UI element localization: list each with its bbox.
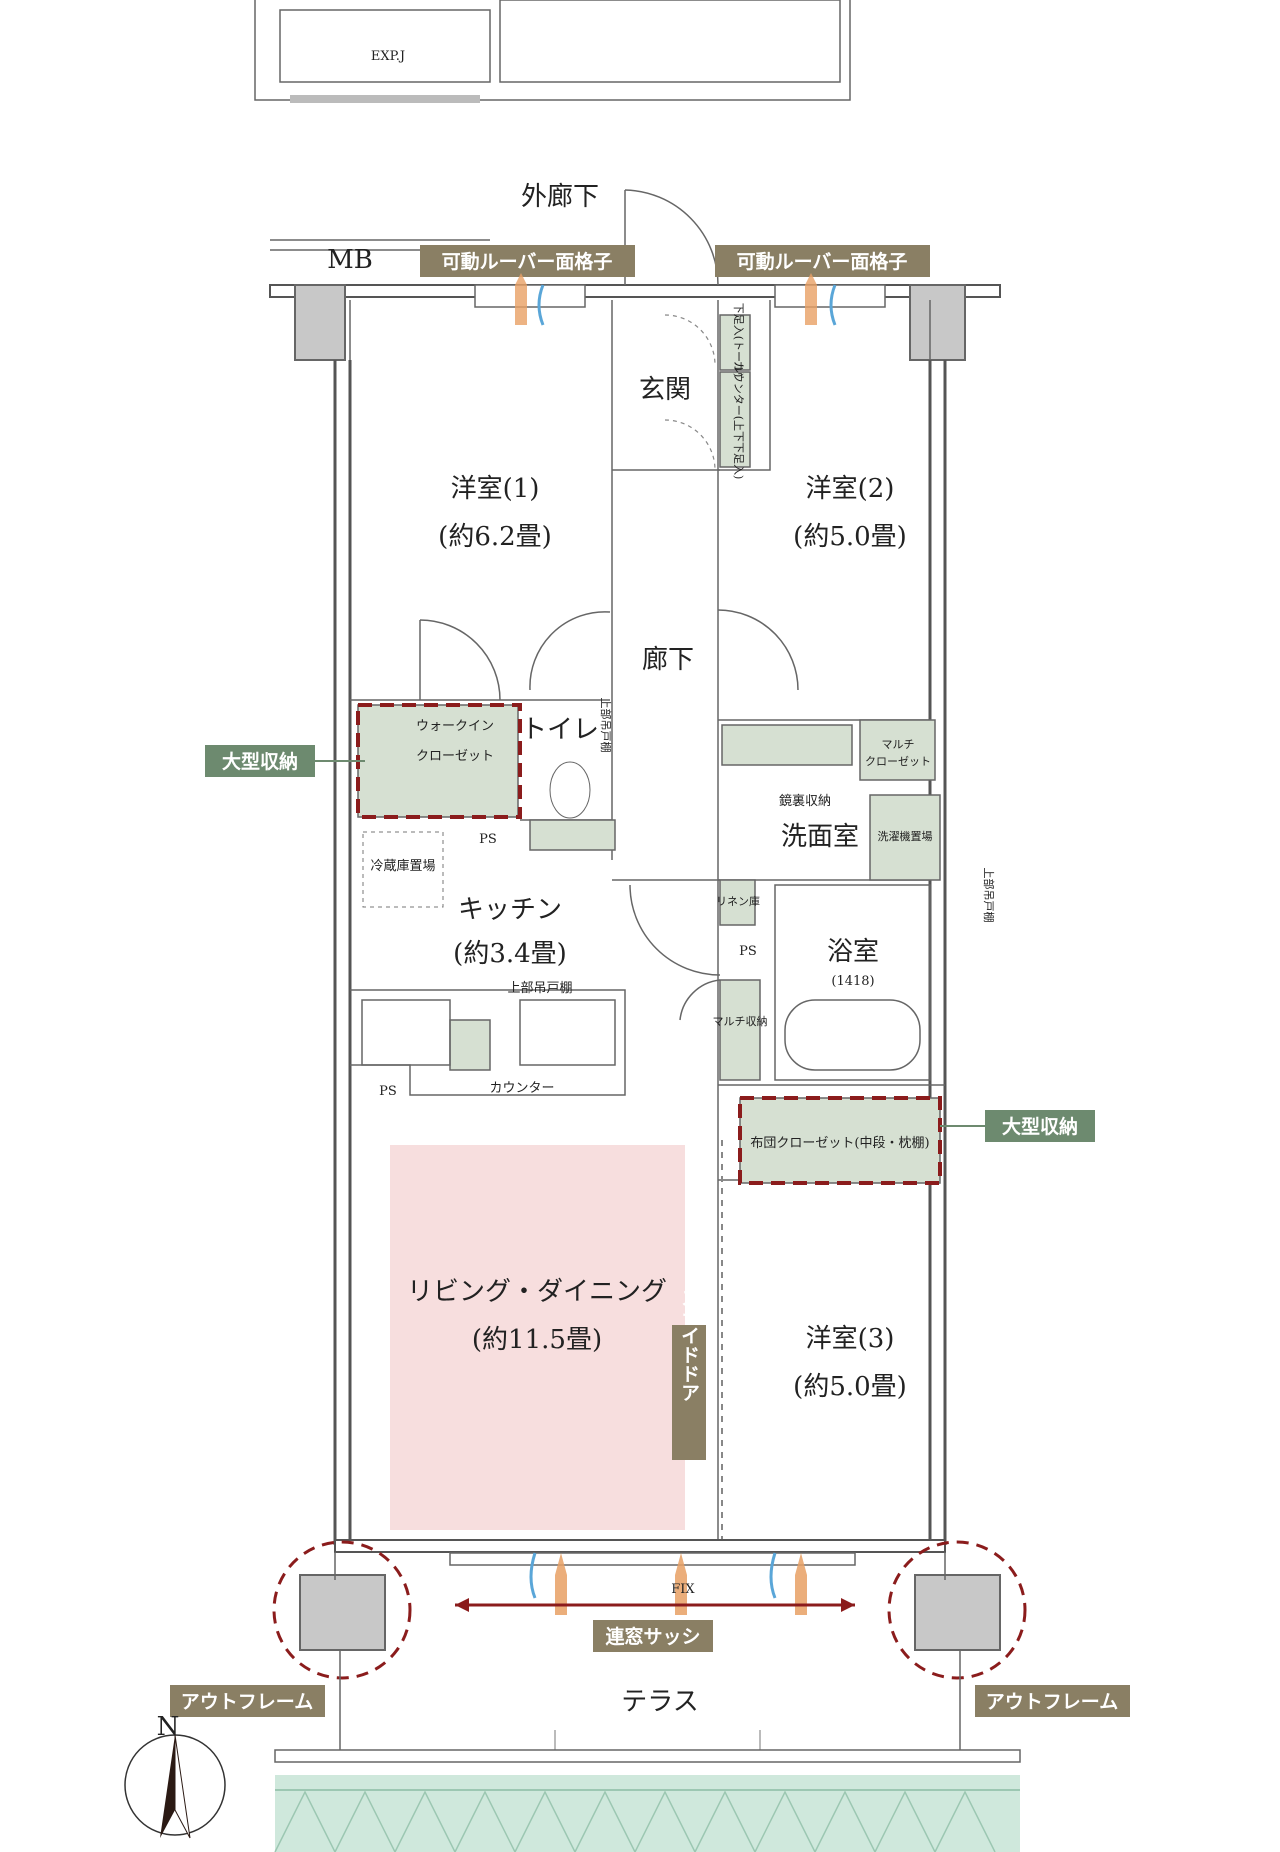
outframe-left-tag: アウトフレーム (170, 1685, 325, 1717)
linen-storage: リネン庫 (716, 879, 760, 926)
outframe-left-circle (272, 1540, 412, 1680)
sash-window: FIX (449, 1552, 856, 1615)
ps-1-label: PS (479, 832, 497, 847)
living-dining: リビング・ダイニング (約11.5畳) (390, 1145, 685, 1530)
svg-text:鏡裏収納: 鏡裏収納 (779, 794, 831, 809)
bathroom: 浴室 (1418) (774, 884, 931, 1081)
svg-text:浴室: 浴室 (827, 937, 879, 967)
expj-label: EXP.J (371, 49, 405, 64)
svg-text:洗濯機置場: 洗濯機置場 (878, 829, 933, 843)
slide-door-tag: スライドドア (672, 1140, 723, 1540)
counter-shoe-label: カウンター(上下下足入) (732, 361, 745, 480)
multi-closet: マルチ クローゼット (859, 719, 936, 781)
room3-size: (約5.0畳) (793, 1372, 907, 1402)
ps-2-label: PS (739, 944, 757, 959)
room1-name: 洋室(1) (451, 474, 540, 504)
upper-shelf-right-label: 上部吊戸棚 (982, 868, 996, 923)
svg-text:マルチ収納: マルチ収納 (713, 1015, 768, 1028)
svg-text:リビング・ダイニング: リビング・ダイニング (407, 1277, 667, 1307)
toilet: トイレ 上部吊戸棚 (521, 698, 616, 851)
hallway-label: 廊下 (642, 645, 694, 675)
multi-storage: マルチ収納 (679, 979, 768, 1081)
mb-label: MB (327, 245, 373, 275)
svg-text:リネン庫: リネン庫 (716, 894, 760, 908)
svg-text:FIX: FIX (671, 1582, 695, 1597)
svg-text:ウォークイン: ウォークイン (416, 719, 494, 734)
outer-corridor-label: 外廊下 (521, 182, 599, 212)
washroom-label: 洗面室 (781, 822, 859, 852)
svg-text:クローゼット: クローゼット (416, 749, 494, 764)
entrance-label: 玄関 (639, 375, 691, 405)
svg-text:アウトフレーム: アウトフレーム (181, 1691, 313, 1713)
room1-size: (約6.2畳) (438, 522, 552, 552)
kitchen-size: (約3.4畳) (453, 939, 567, 969)
svg-text:大型収納: 大型収納 (1002, 1115, 1078, 1138)
fridge: 冷蔵庫置場 (362, 831, 444, 908)
window-top-right (774, 273, 886, 326)
svg-text:上部吊戸棚: 上部吊戸棚 (599, 698, 613, 753)
svg-text:布団クローゼット(中段・枕棚): 布団クローゼット(中段・枕棚) (750, 1136, 929, 1151)
futon-closet: 布団クローゼット(中段・枕棚) (738, 1096, 942, 1185)
outframe-right-circle (887, 1540, 1027, 1680)
lawn (274, 1775, 1020, 1852)
entrance-door: 玄関 (624, 189, 719, 471)
louver-right-tag: 可動ルーバー面格子 (715, 245, 930, 277)
room2-size: (約5.0畳) (793, 522, 907, 552)
laundry: 洗濯機置場 (869, 794, 941, 881)
svg-text:クローゼット: クローゼット (865, 755, 931, 768)
svg-text:大型収納: 大型収納 (222, 750, 298, 773)
large-storage-left-tag: 大型収納 (205, 745, 365, 777)
room3-name: 洋室(3) (806, 1324, 895, 1354)
louver-left-tag: 可動ルーバー面格子 (420, 245, 635, 277)
large-storage-right-tag: 大型収納 (940, 1110, 1095, 1142)
svg-text:スライドドア: スライドドア (678, 1288, 700, 1402)
kitchen-name: キッチン (458, 895, 562, 925)
sash-tag: 連窓サッシ (593, 1620, 713, 1652)
window-top-left (474, 273, 586, 326)
svg-text:冷蔵庫置場: 冷蔵庫置場 (370, 859, 435, 874)
vanity: 鏡裏収納 (721, 724, 853, 809)
svg-text:カウンター: カウンター (489, 1081, 554, 1096)
svg-text:トイレ: トイレ (521, 715, 599, 745)
svg-text:(約11.5畳): (約11.5畳) (472, 1325, 602, 1355)
expj-area: EXP.J (254, 0, 851, 103)
bottom-wall (299, 1539, 1001, 1651)
outframe-right-tag: アウトフレーム (975, 1685, 1130, 1717)
svg-text:(1418): (1418) (831, 974, 874, 989)
kitchen-counter: 上部吊戸棚 PS カウンター (361, 981, 616, 1099)
north-label: N (157, 1712, 180, 1742)
room2-name: 洋室(2) (806, 474, 895, 504)
svg-text:上部吊戸棚: 上部吊戸棚 (507, 981, 572, 996)
svg-text:可動ルーバー面格子: 可動ルーバー面格子 (737, 250, 908, 273)
terrace-rail (274, 1749, 1021, 1763)
svg-text:PS: PS (379, 1084, 397, 1099)
svg-text:連窓サッシ: 連窓サッシ (605, 1625, 700, 1648)
svg-text:可動ルーバー面格子: 可動ルーバー面格子 (442, 250, 613, 273)
svg-text:マルチ: マルチ (882, 738, 915, 751)
shoe-storage: 下足入(トール) カウンター(上下下足入) (719, 303, 751, 480)
terrace-label: テラス (621, 1687, 698, 1717)
shoe-storage-top-label: 下足入(トール) (732, 303, 745, 378)
north-arrow: N (124, 1712, 226, 1839)
svg-text:アウトフレーム: アウトフレーム (986, 1691, 1118, 1713)
top-wall (269, 284, 1001, 361)
walkin-closet: ウォークイン クローゼット (356, 703, 522, 819)
